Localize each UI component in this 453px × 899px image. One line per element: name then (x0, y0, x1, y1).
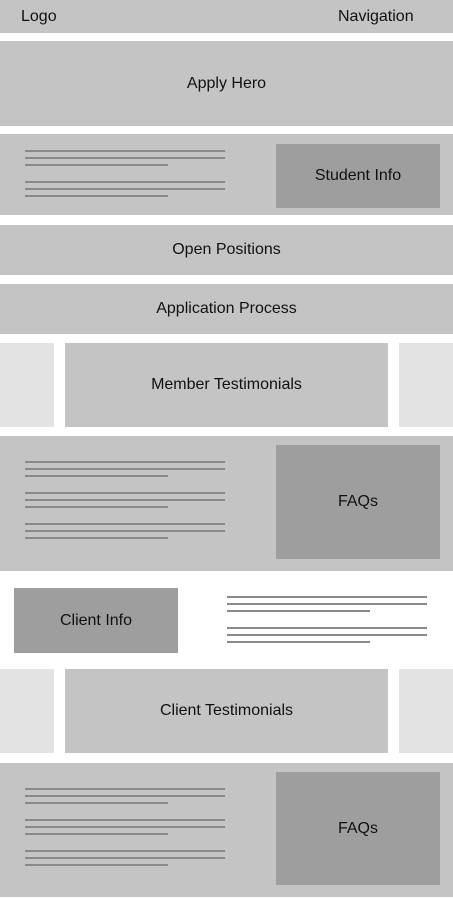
application-process-section: Application Process (0, 284, 453, 334)
text-placeholder-lines (227, 596, 427, 646)
client-info-label: Client Info (59, 611, 133, 629)
student-info-label: Student Info (314, 167, 402, 184)
faqs-label-1: FAQs (337, 493, 378, 510)
open-positions-label: Open Positions (172, 241, 281, 258)
navigation[interactable]: Navigation (338, 7, 414, 25)
student-info-box: Student Info (276, 144, 440, 208)
client-testimonials-slide: Client Testimonials (65, 669, 388, 753)
text-placeholder-lines (25, 788, 225, 868)
carousel-next-slide (399, 669, 453, 753)
client-testimonials-label: Client Testimonials (159, 702, 294, 719)
carousel-next-slide (399, 343, 453, 427)
apply-hero-section: Apply Hero (0, 41, 453, 126)
faqs-section-1: FAQs (0, 436, 453, 571)
faqs-box-1: FAQs (276, 445, 440, 559)
logo[interactable]: Logo (21, 7, 57, 25)
member-testimonials-slide: Member Testimonials (65, 343, 388, 427)
apply-hero-label: Apply Hero (186, 74, 267, 92)
open-positions-section: Open Positions (0, 225, 453, 275)
client-info-box: Client Info (14, 588, 178, 653)
carousel-prev-slide (0, 343, 54, 427)
faqs-box-2: FAQs (276, 772, 440, 885)
text-placeholder-lines (25, 461, 225, 541)
header-bar: Logo Navigation (0, 0, 453, 33)
application-process-label: Application Process (156, 300, 297, 317)
student-info-section: Student Info (0, 134, 453, 215)
faqs-label-2: FAQs (337, 819, 378, 837)
faqs-section-2: FAQs (0, 763, 453, 897)
carousel-prev-slide (0, 669, 54, 753)
member-testimonials-label: Member Testimonials (151, 376, 302, 393)
text-placeholder-lines (25, 150, 225, 200)
